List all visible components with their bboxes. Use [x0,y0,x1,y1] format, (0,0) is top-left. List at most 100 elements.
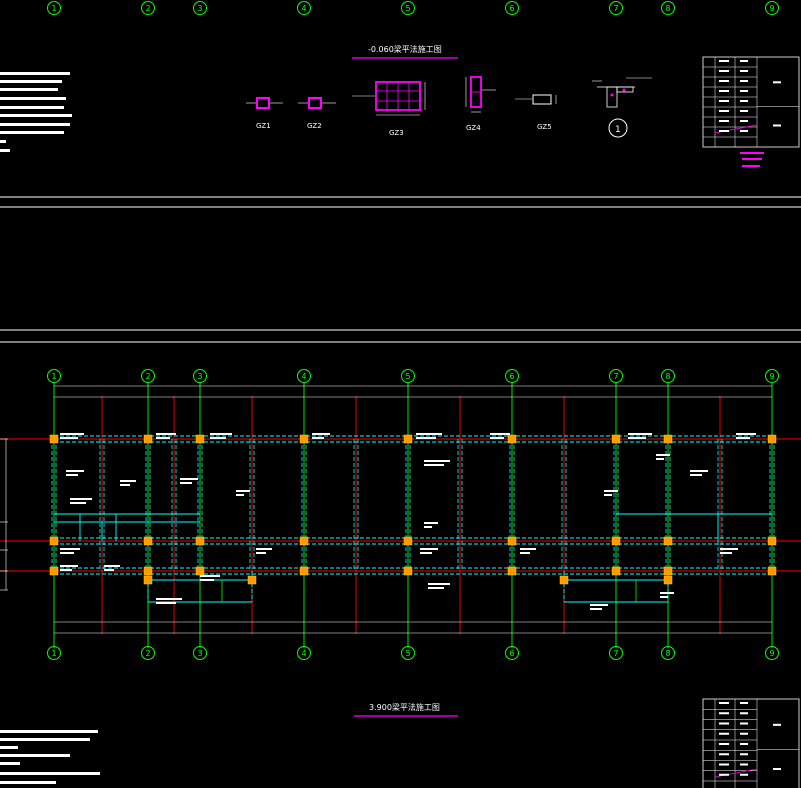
beam-annotation [520,548,536,550]
beam-annotation [70,498,92,500]
axis-label: 3 [197,4,202,13]
beam-annotation [660,592,674,594]
column-node [663,434,673,444]
column-node [299,434,309,444]
beam-annotation [690,470,708,472]
plan-axis-bubble-top-2: 2 [141,369,155,383]
beam-annotation [120,480,136,482]
column-node [143,536,153,546]
plan-axis-bubble-top-3: 3 [193,369,207,383]
beam-annotation [66,470,84,472]
column-node [195,566,205,576]
column-node [663,575,673,585]
beam-annotation [180,482,192,484]
bottom-notes [0,730,100,784]
top-axis-bubble-8: 8 [661,1,675,15]
beam-annotation [60,569,72,571]
top-axis-bubble-4: 4 [297,1,311,15]
plan-axis-bubble-bottom-8: 8 [661,646,675,660]
column-section-gz5: GZ5 [515,94,557,131]
column-node [403,434,413,444]
beam-annotation [428,587,444,589]
top-axis-bubble-3: 3 [193,1,207,15]
column-node [559,575,569,585]
column-node [403,536,413,546]
beam-annotation [628,433,652,435]
beam-annotation [104,569,114,571]
column-node [663,536,673,546]
axis-label: 8 [665,4,670,13]
beam-annotation [312,433,330,435]
top-axis-bubble-7: 7 [609,1,623,15]
column-node [767,434,777,444]
axis-label: 5 [405,649,410,658]
top-axis-bubble-9: 9 [765,1,779,15]
beam-annotation [420,548,438,550]
column-node [299,566,309,576]
plan-axis-bubble-top-6: 6 [505,369,519,383]
detail-1-mark: 1 [615,125,621,135]
beam-annotation [60,552,74,554]
axis-label: 7 [613,372,618,381]
column-node [195,434,205,444]
plan-axis-bubble-top-8: 8 [661,369,675,383]
beam-annotation [256,548,272,550]
beam-annotation [312,437,324,439]
top-axis-bubble-5: 5 [401,1,415,15]
beam-annotation [424,464,444,466]
axis-label: 4 [301,372,306,381]
plan-axis-bubble-top-5: 5 [401,369,415,383]
beam-annotation [490,433,510,435]
gz4-label: GZ4 [466,124,481,132]
beam-annotation [628,437,646,439]
plan-axis-bubble-bottom-7: 7 [609,646,623,660]
column-node [767,566,777,576]
axis-label: 9 [769,372,774,381]
gz1-label: GZ1 [256,122,271,130]
beam-annotation [690,474,702,476]
beam-annotation [720,552,732,554]
beam-annotation [424,460,450,462]
axis-label: 3 [197,372,202,381]
beam-annotation [210,437,226,439]
column-node [507,566,517,576]
axis-label: 9 [769,649,774,658]
column-node [767,536,777,546]
beam-annotation [60,437,78,439]
top-drawing-title: -0.060梁平法施工图 [368,44,442,54]
axis-label: 6 [509,649,514,658]
plan-axis-bubble-top-7: 7 [609,369,623,383]
beam-annotation [156,437,170,439]
title-block-bottom [702,698,800,788]
axis-label: 7 [613,649,618,658]
column-node [663,566,673,576]
beam-annotation [70,502,86,504]
axis-label: 5 [405,4,410,13]
plan-axis-bubble-bottom-4: 4 [297,646,311,660]
detail-1: 1 [592,77,652,138]
column-section-gz1: GZ1 [246,97,283,130]
beam-annotation [656,458,664,460]
beam-annotation [424,526,432,528]
column-node [143,575,153,585]
axis-label: 5 [405,372,410,381]
gz2-label: GZ2 [307,122,322,130]
axis-label: 4 [301,649,306,658]
column-node [247,575,257,585]
beam-annotation [156,433,176,435]
axis-label: 9 [769,4,774,13]
beam-annotation [590,604,608,606]
plan-axis-bubble-top-1: 1 [47,369,61,383]
beam-annotation [200,579,214,581]
beam-annotation [660,596,668,598]
column-section-gz2: GZ2 [298,97,336,130]
column-node [143,434,153,444]
axis-label: 3 [197,649,202,658]
column-node [299,536,309,546]
beam-annotation [236,494,244,496]
beam-annotation [66,474,78,476]
column-node [143,566,153,576]
beam-annotation [720,548,738,550]
